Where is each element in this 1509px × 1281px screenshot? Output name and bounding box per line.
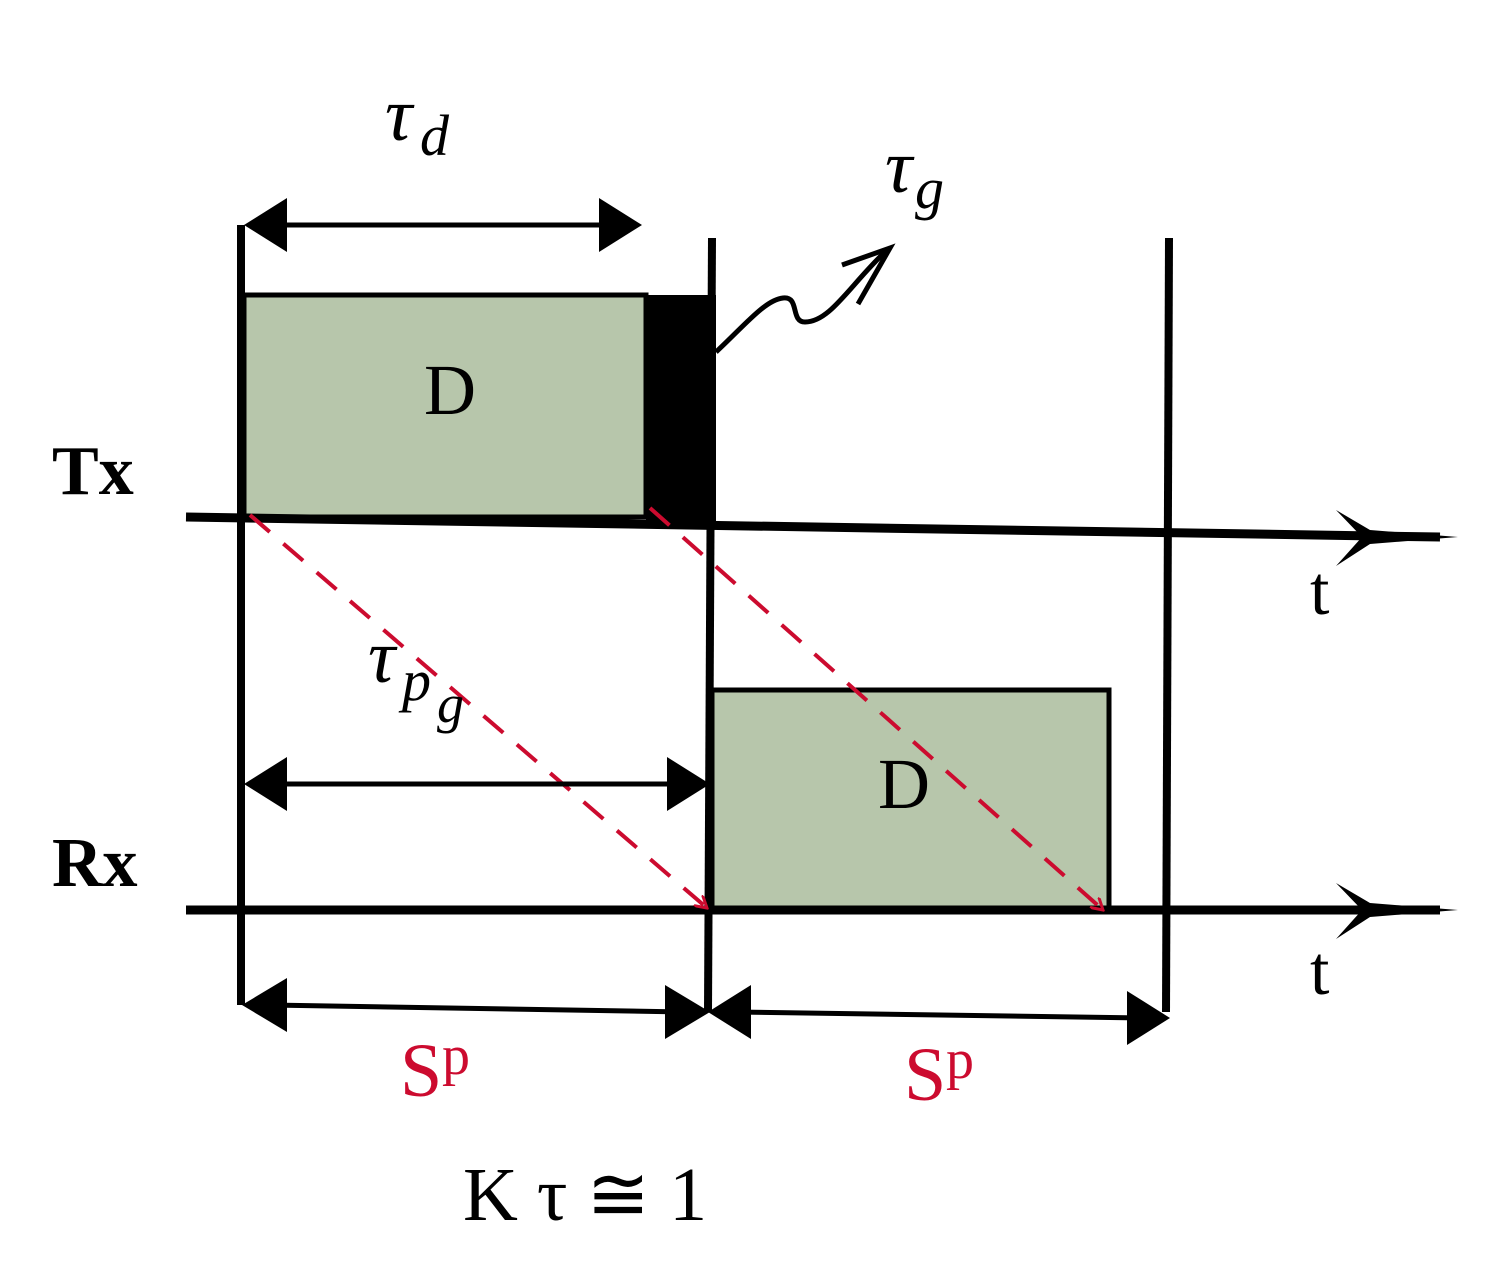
tau-d-left-arrowhead — [244, 198, 287, 252]
sp-right-right-arrowhead — [1127, 991, 1170, 1045]
tx-t-axis-label: t — [1310, 553, 1330, 630]
tau-d-right-arrowhead — [599, 198, 642, 252]
rx-axis-arrowhead — [1336, 883, 1458, 939]
sp-left-left-arrowhead — [242, 978, 287, 1032]
tau-g-pointer-curve — [714, 250, 887, 354]
sp-right-label: Sp — [904, 1029, 974, 1117]
sp-right-left-arrowhead — [708, 985, 751, 1039]
rx-label: Rx — [52, 825, 138, 902]
tau-pg-right-arrowhead — [667, 757, 710, 811]
propagation-arrow-left — [248, 513, 707, 908]
rx-data-block — [709, 687, 1112, 913]
propagation-arrow-right — [648, 506, 1103, 910]
tau-g-pointer-arrowhead — [841, 243, 896, 306]
sp-left-right-arrowhead — [665, 985, 710, 1039]
tx-data-block — [241, 292, 649, 520]
tx-axis-arrowhead — [1336, 510, 1458, 566]
rx-t-axis-label: t — [1310, 933, 1330, 1010]
tau-g-label: τg — [885, 125, 944, 221]
tx-label: Tx — [52, 433, 134, 510]
sp-left-label: Sp — [400, 1025, 470, 1113]
formula-label: K τ ≅ 1 — [463, 1153, 707, 1237]
sp-left-span-line — [269, 1002, 686, 1015]
tx-data-label: D — [424, 350, 476, 430]
boundary-line-right — [1162, 237, 1173, 1013]
guard-interval-block — [646, 295, 716, 523]
sp-right-span-line — [734, 1009, 1146, 1021]
tau-pg-left-arrowhead — [244, 757, 287, 811]
tx-time-axis — [185, 512, 1441, 542]
rx-data-label: D — [878, 744, 930, 824]
